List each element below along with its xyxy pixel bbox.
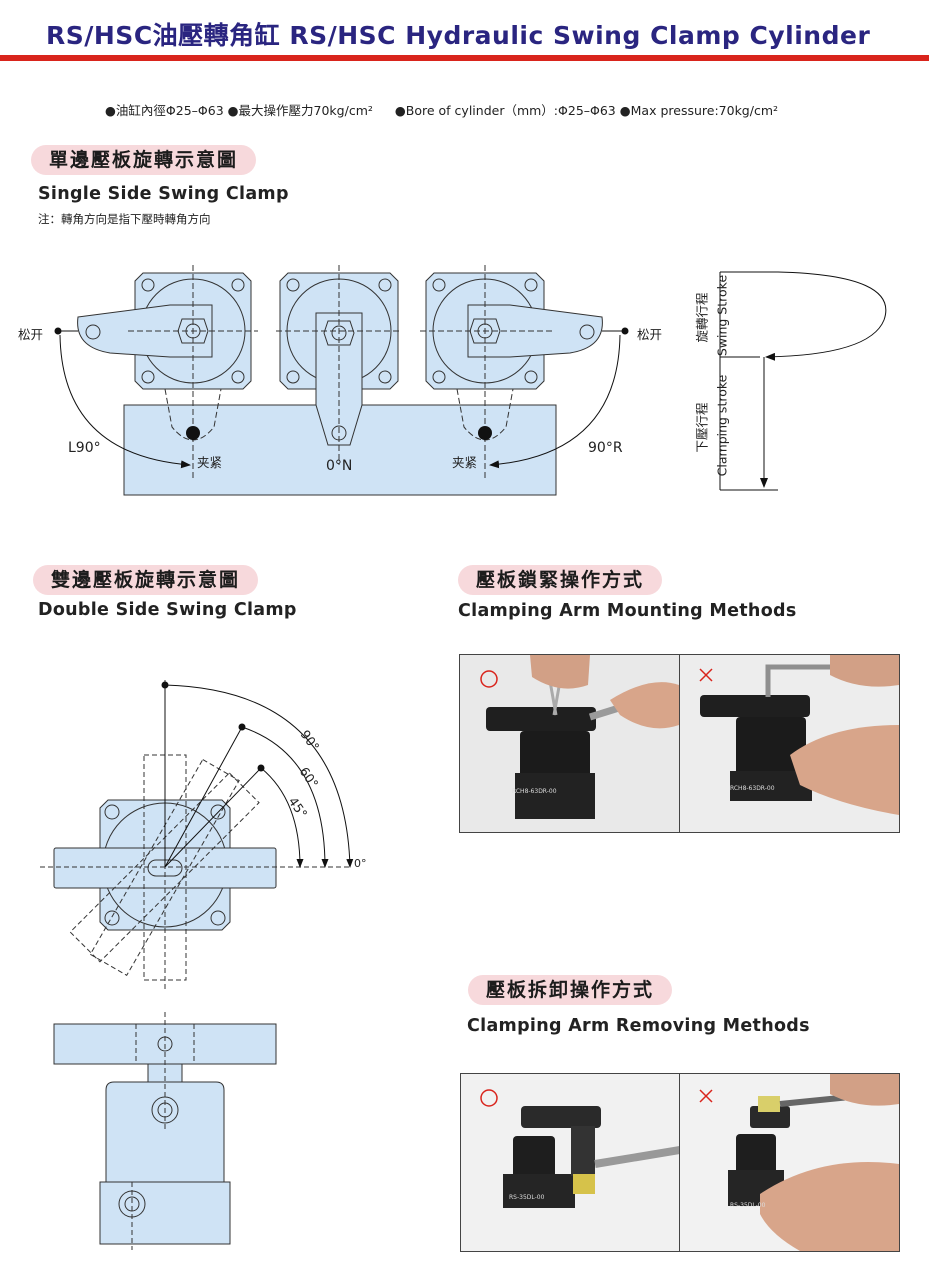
clamp-stroke-label: 下壓行程 Clamping stroke [694, 374, 730, 477]
clamp-left-label: 夹紧 [197, 455, 223, 470]
release-left-label: 松开 [18, 327, 44, 342]
single-title-cn: 單邊壓板旋轉示意圖 [31, 145, 257, 175]
mounting-title-en: Clamping Arm Mounting Methods [458, 601, 797, 621]
double-swing-diagram [40, 680, 354, 1250]
swing-stroke-label: 旋轉行程 Swing Stroke [694, 274, 730, 357]
neutral-label: 0°N [326, 458, 353, 474]
left-angle-label: L90° [68, 440, 101, 456]
mounting-product-text-ok: RCH8-63DR-00 [512, 788, 557, 795]
single-title-en: Single Side Swing Clamp [38, 184, 289, 204]
double-title-cn: 雙邊壓板旋轉示意圖 [33, 565, 259, 595]
spec-line: ●油缸內徑Φ25–Φ63 ●最大操作壓力70kg/cm² ●Bore of cy… [105, 100, 796, 119]
clamp-right-label: 夹紧 [452, 455, 478, 470]
mounting-correct-photo: RCH8-63DR-00 [459, 654, 680, 833]
double-title-en: Double Side Swing Clamp [38, 600, 297, 620]
removing-product-text-ng: RS-35DL-00 [730, 1202, 766, 1209]
spec-en: ●Bore of cylinder（mm）:Φ25–Φ63 ●Max press… [394, 103, 779, 118]
page-title: RS/HSC油壓轉角缸 RS/HSC Hydraulic Swing Clamp… [46, 21, 871, 50]
spec-cn: ●油缸內徑Φ25–Φ63 ●最大操作壓力70kg/cm² [105, 103, 373, 118]
removing-correct-photo: RS-35DL-00 [460, 1073, 681, 1252]
single-swing-diagram [54, 265, 887, 496]
title-rule [0, 55, 929, 61]
mounting-product-text-ng: RCH8-63DR-00 [730, 785, 775, 792]
release-right-label: 松开 [637, 327, 663, 342]
removing-product-text-ok: RS-35DL-00 [509, 1194, 545, 1201]
right-angle-label: 90°R [588, 440, 623, 456]
removing-wrong-photo: RS-35DL-00 [679, 1073, 900, 1252]
mounting-wrong-photo: RCH8-63DR-00 [679, 654, 900, 833]
single-note: 注：轉角方向是指下壓時轉角方向 [38, 212, 211, 226]
removing-title-en: Clamping Arm Removing Methods [467, 1016, 810, 1036]
mounting-title-cn: 壓板鎖緊操作方式 [458, 565, 663, 595]
removing-title-cn: 壓板拆卸操作方式 [468, 975, 673, 1005]
angle-0-label: 0° [354, 857, 367, 870]
